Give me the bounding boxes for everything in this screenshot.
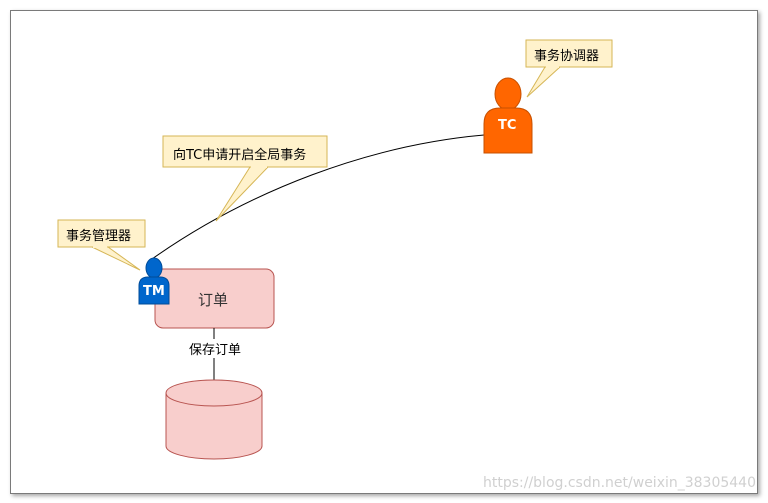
tc-role-callout: 事务协调器 (534, 49, 600, 64)
order-box-label: 订单 (198, 291, 229, 309)
diagram-canvas (10, 10, 758, 494)
tc-role-callout-shape[interactable] (525, 39, 613, 98)
watermark-text: https://blog.csdn.net/weixin_38305440 (482, 475, 756, 491)
request-callout: 向TC申请开启全局事务 (173, 148, 307, 163)
tm-role-callout-shape[interactable] (57, 219, 146, 271)
tc-actor-label: TC (498, 118, 517, 133)
tm-role-callout: 事务管理器 (66, 229, 132, 244)
tm-actor-label: TM (143, 284, 165, 299)
tm-tc-connector[interactable] (151, 134, 485, 260)
tc-actor-icon[interactable] (483, 77, 533, 154)
request-callout-shape[interactable] (162, 135, 328, 222)
tm-actor-icon[interactable] (138, 257, 170, 305)
database-icon[interactable] (165, 379, 263, 460)
save-order-edge-label: 保存订单 (187, 339, 244, 358)
